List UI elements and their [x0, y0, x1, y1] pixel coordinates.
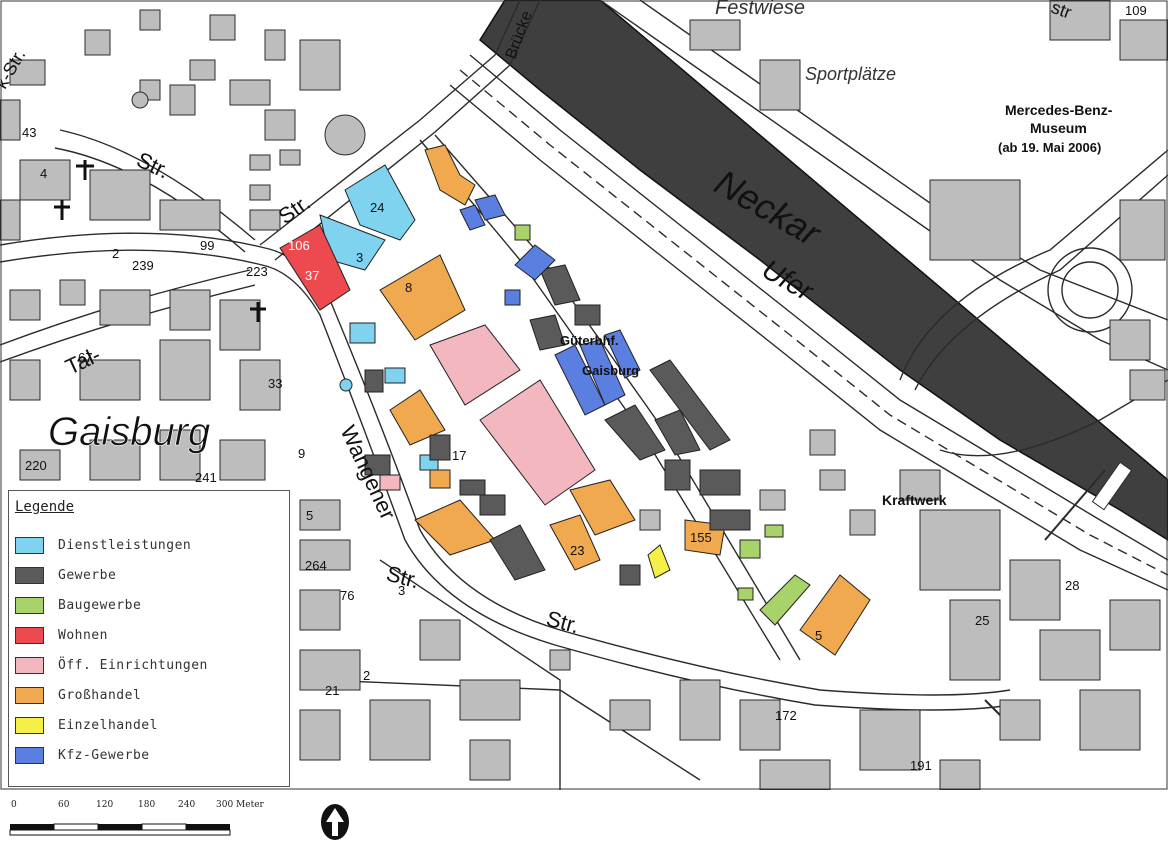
- house-number: 8: [405, 280, 412, 295]
- legend-label: Einzelhandel: [58, 717, 158, 733]
- legend-label: Gewerbe: [58, 567, 117, 583]
- label-museum-2: Museum: [1030, 120, 1087, 136]
- house-numbers: 43 4 2 239 99 223 67 220 241 106 37 24 3…: [22, 3, 1147, 773]
- house-number: 3: [398, 583, 405, 598]
- legend-label: Großhandel: [58, 687, 142, 703]
- building-wohnen: [279, 224, 351, 311]
- legend-swatch: [15, 746, 44, 764]
- building-einzelhandel: [647, 544, 671, 579]
- house-number: 239: [132, 258, 154, 273]
- neckar-river: [479, 0, 1168, 541]
- house-number: 4: [40, 166, 47, 181]
- legend-item: Baugewerbe: [15, 595, 141, 615]
- legend-swatch: [15, 596, 44, 614]
- scale-bar-graphic: [9, 823, 231, 836]
- legend-item: Gewerbe: [15, 565, 116, 585]
- house-number: 25: [975, 613, 989, 628]
- house-number: 106: [288, 238, 310, 253]
- legend-label: Wohnen: [58, 627, 108, 643]
- house-number: 9: [298, 446, 305, 461]
- house-number: 2: [112, 246, 119, 261]
- legend-item: Wohnen: [15, 625, 108, 645]
- house-number: 2: [363, 668, 370, 683]
- label-museum-1: Mercedes-Benz-: [1005, 102, 1113, 118]
- house-number: 99: [200, 238, 214, 253]
- legend-label: Kfz-Gewerbe: [58, 747, 150, 763]
- label-museum-3: (ab 19. Mai 2006): [998, 140, 1101, 155]
- building-oeff: [429, 324, 521, 406]
- legend-swatch: [15, 536, 44, 554]
- house-number: 223: [246, 264, 268, 279]
- map-canvas: Gaisburg Festwiese Sportplätze Mercedes-…: [0, 0, 1168, 790]
- scale-tick-label: 300 Meter: [216, 800, 264, 810]
- legend-item: Öff. Einrichtungen: [15, 655, 208, 675]
- legend-swatch: [15, 686, 44, 704]
- house-number: 17: [452, 448, 466, 463]
- legend-title: Legende: [15, 499, 75, 515]
- legend-item: Einzelhandel: [15, 715, 158, 735]
- house-number: 24: [370, 200, 384, 215]
- house-number: 3: [356, 250, 363, 265]
- house-number: 21: [325, 683, 339, 698]
- house-number: 264: [305, 558, 327, 573]
- background-buildings: [0, 0, 1168, 790]
- house-number: 67: [78, 350, 92, 365]
- building-dienstleistungen: [344, 164, 416, 241]
- riverbank-roads: [449, 0, 1168, 591]
- house-number: 155: [690, 530, 712, 545]
- label-gueterbhf-1: Güterbhf.: [560, 333, 619, 348]
- house-number: 5: [815, 628, 822, 643]
- legend-label: Baugewerbe: [58, 597, 142, 613]
- house-number: 241: [195, 470, 217, 485]
- house-number: 33: [268, 376, 282, 391]
- legend-swatch: [15, 626, 44, 644]
- city-map: Gaisburg Festwiese Sportplätze Mercedes-…: [0, 0, 1168, 790]
- legend-item: Dienstleistungen: [15, 535, 191, 555]
- scale-tick-label: 180: [138, 800, 156, 810]
- house-number: 191: [910, 758, 932, 773]
- north-arrow-icon: [318, 802, 352, 842]
- house-number: 23: [570, 543, 584, 558]
- legend-item: Großhandel: [15, 685, 141, 705]
- building-grosshandel: [799, 574, 871, 656]
- interchange: [899, 149, 1168, 457]
- house-number: 28: [1065, 578, 1079, 593]
- house-number: 109: [1125, 3, 1147, 18]
- label-kraftwerk: Kraftwerk: [882, 492, 947, 508]
- legend-swatch: [15, 656, 44, 674]
- streets: [0, 0, 1011, 790]
- scale-tick-label: 120: [96, 800, 114, 810]
- scale-tick-label: 240: [178, 800, 196, 810]
- place-label-gaisburg: Gaisburg: [48, 410, 210, 454]
- scale-tick-label: 60: [58, 800, 70, 810]
- legend-item: Kfz-Gewerbe: [15, 745, 150, 765]
- house-number: 37: [305, 268, 319, 283]
- legend-label: Dienstleistungen: [58, 537, 192, 553]
- label-sportplaetze: Sportplätze: [805, 64, 896, 84]
- legend-swatch: [15, 716, 44, 734]
- house-number: 220: [25, 458, 47, 473]
- scale-bar: 0 60 120 180 240 300 Meter: [8, 798, 308, 843]
- house-number: 43: [22, 125, 36, 140]
- scale-tick-label: 0: [11, 800, 17, 810]
- label-gueterbhf-2: Gaisburg: [582, 363, 639, 378]
- house-number: 76: [340, 588, 354, 603]
- label-festwiese: Festwiese: [715, 0, 805, 19]
- building-grosshandel: [379, 254, 466, 341]
- house-number: 172: [775, 708, 797, 723]
- legend-label: Öff. Einrichtungen: [58, 657, 208, 673]
- label-str-top: str: [1049, 0, 1075, 23]
- building-oeff: [479, 379, 596, 506]
- church-cross-icon: [54, 160, 266, 322]
- landuse-buildings: [279, 144, 871, 656]
- house-number: 5: [306, 508, 313, 523]
- legend-swatch: [15, 566, 44, 584]
